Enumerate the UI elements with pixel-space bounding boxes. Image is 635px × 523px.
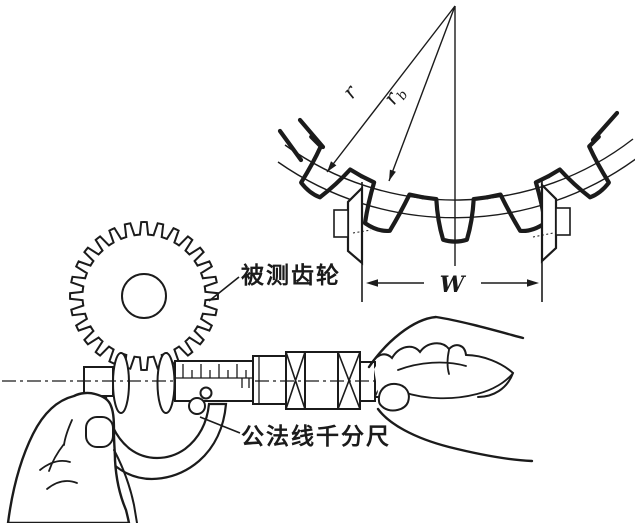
span-micrometer-label: 公法线千分尺 — [241, 423, 391, 450]
thimble-collar — [252, 355, 287, 405]
span-dimension: W — [366, 272, 539, 298]
span-measurement-schematic: W r rb — [277, 5, 635, 302]
pitch-radius-line — [326, 5, 456, 173]
base-circle-arc — [284, 138, 634, 201]
right-contact-mark — [532, 232, 554, 238]
right-hand-knuckle-scallops — [368, 342, 467, 368]
left-anvil-stub — [333, 209, 349, 238]
gear-tooth-far-right — [546, 134, 611, 200]
right-hand-bottom-contour — [376, 407, 534, 463]
gear-tooth-left — [359, 174, 425, 234]
right-hand-finger-lines — [397, 349, 514, 400]
measured-gear-label: 被测齿轮 — [241, 262, 341, 289]
left-anvil-schematic — [333, 182, 372, 302]
knurl-cross-1 — [285, 351, 306, 410]
rim-break-left — [277, 117, 326, 163]
pitch-circle-arc — [277, 158, 635, 219]
right-anvil-stub — [555, 207, 571, 236]
base-radius-line — [388, 5, 456, 182]
right-anvil-disc — [540, 182, 558, 264]
base-radius-arrowhead — [389, 169, 396, 181]
left-hand-creases — [39, 419, 78, 490]
sleeve-graduations — [182, 364, 250, 388]
pitch-radius-label: r — [337, 79, 362, 103]
gear-tooth-right — [485, 174, 551, 234]
gear-teeth-profiles — [277, 110, 620, 244]
left-contact-mark — [352, 229, 372, 234]
micrometer-measurement-scene: 被测齿轮 公法线千分尺 — [2, 221, 534, 523]
rim-break-right — [590, 110, 620, 143]
lock-lever-pin — [199, 386, 213, 400]
measured-gear — [69, 221, 219, 371]
dimension-arrow-left — [366, 279, 378, 287]
micrometer-label-leader — [199, 416, 241, 434]
dimension-arrow-right — [527, 279, 539, 287]
disc-anvil-left — [112, 352, 130, 414]
right-hand-fill — [374, 319, 529, 459]
right-hand-top-contour — [367, 315, 525, 369]
sleeve-body — [174, 360, 254, 402]
pitch-radius-arrowhead — [327, 161, 337, 172]
span-width-label: W — [440, 272, 467, 298]
gear-bore-hole — [121, 273, 167, 319]
gear-label-leader — [208, 276, 240, 302]
radius-construction-lines — [326, 5, 456, 266]
lock-lever-knob — [188, 397, 206, 415]
micrometer-frame — [84, 395, 228, 481]
left-hand — [6, 391, 138, 523]
right-anvil-schematic — [532, 180, 571, 302]
lock-lever — [188, 386, 213, 415]
right-hand — [367, 315, 534, 463]
left-hand-outline — [6, 391, 131, 523]
left-anvil-disc — [346, 185, 364, 266]
thumbnail — [85, 416, 114, 448]
disc-anvil-right — [156, 352, 176, 414]
left-index-finger-line — [113, 449, 138, 523]
right-thumb — [377, 382, 410, 412]
gear-tooth-far-left — [299, 134, 364, 200]
micrometer-sleeve — [174, 360, 254, 402]
